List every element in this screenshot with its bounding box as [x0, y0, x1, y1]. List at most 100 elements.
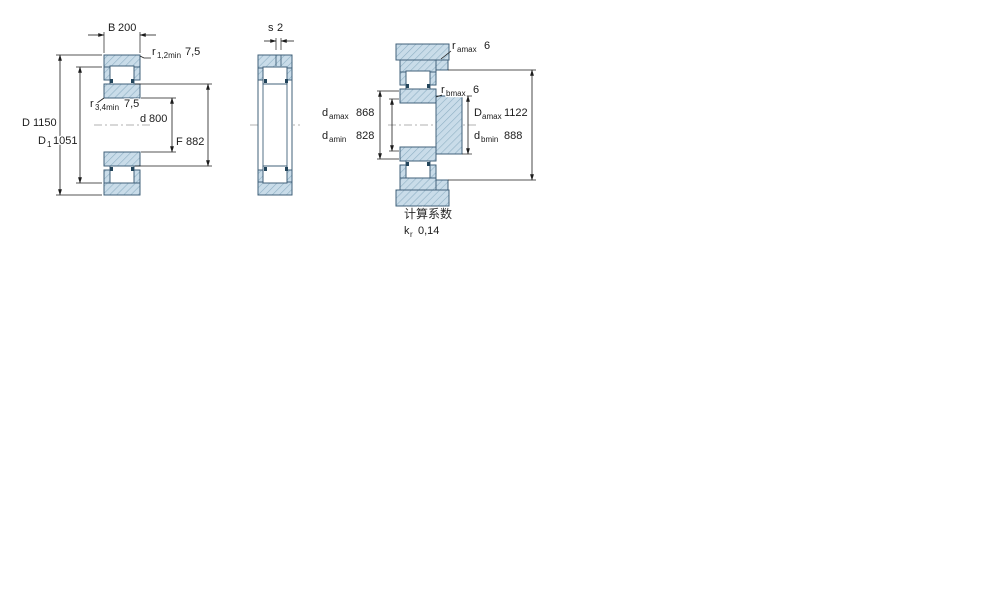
leader-rb [435, 94, 443, 98]
roller-top [262, 66, 288, 85]
label-D-value: 1150 [33, 117, 57, 129]
shaft-shoulder [435, 95, 463, 155]
label-kr-symbol: k [404, 225, 410, 237]
label-kr-value: 0,14 [418, 225, 439, 237]
label-D1-subscript: 1 [47, 140, 52, 149]
dimension-F [135, 83, 212, 167]
label-ra-symbol: r [452, 40, 456, 52]
leader-ra [440, 50, 452, 60]
outer-ring-flange-left-bottom [399, 164, 407, 179]
inner-ring-top-section [103, 83, 141, 99]
label-d-symbol: d [140, 113, 146, 125]
housing-shoulder-bottom [395, 189, 450, 207]
label-da-min-symbol: d [322, 130, 328, 142]
roller-bottom [262, 165, 288, 184]
outer-ring-top-section [399, 59, 437, 73]
roller-bottom [405, 160, 431, 180]
outer-ring-flange-right-top [133, 66, 141, 81]
label-da-min-subscript: amin [329, 135, 346, 144]
dimension-Da-max [448, 69, 536, 181]
cage-detail [427, 84, 430, 88]
cage-detail [406, 84, 409, 88]
label-D-symbol: D [22, 117, 30, 129]
mounting-view [395, 43, 463, 207]
outer-ring-top-edge [257, 54, 293, 69]
cage-detail [131, 79, 134, 83]
housing-shoulder-top [395, 43, 450, 61]
dimension-db-min [462, 95, 472, 155]
main-cross-section-view [103, 54, 141, 196]
label-da-max-subscript: amax [329, 112, 349, 121]
dimension-d [141, 97, 176, 153]
label-ra-subscript: amax [457, 45, 477, 54]
cage-detail [427, 162, 430, 166]
outer-ring-top-section [103, 54, 141, 68]
label-db-min-symbol: d [474, 130, 480, 142]
housing-shoulder-step-bottom [435, 179, 449, 191]
leader-r12 [139, 55, 151, 59]
label-da-max-symbol: d [322, 107, 328, 119]
roller-top [405, 70, 431, 90]
outer-ring-flange-right-top [429, 71, 437, 86]
roller-top [109, 65, 135, 85]
label-r34-symbol: r [90, 98, 94, 110]
outer-ring-flange-left-top [103, 66, 111, 81]
label-D1-symbol: D [38, 135, 46, 147]
side-elevation-view [257, 54, 293, 196]
label-Da-max-subscript: amax [482, 112, 502, 121]
flange-right-bottom [286, 169, 293, 183]
label-B-symbol: B [108, 22, 115, 34]
outer-ring-flange-right-bottom [429, 164, 437, 179]
inner-ring-bottom-section [103, 151, 141, 167]
flange-right-top [286, 67, 293, 81]
label-rb-value: 6 [473, 84, 479, 96]
label-B-value: 200 [118, 22, 136, 34]
label-r34-value: 7,5 [124, 98, 139, 110]
label-F-symbol: F [176, 136, 183, 148]
inner-ring-bottom-section [399, 146, 437, 162]
flange-left-bottom [257, 169, 264, 183]
label-r34-subscript: 3,4min [95, 103, 119, 112]
roller-bottom [109, 165, 135, 185]
label-rb-subscript: bmax [446, 89, 466, 98]
label-db-min-subscript: bmin [481, 135, 498, 144]
outer-ring-bottom-section [103, 182, 141, 196]
label-db-min-value: 888 [504, 130, 522, 142]
dimension-s [264, 38, 294, 50]
cage-detail [110, 79, 113, 83]
cage-detail [264, 167, 267, 171]
label-da-max-value: 868 [356, 107, 374, 119]
calculation-factors-heading: 计算系数 [404, 206, 452, 221]
dimension-B [88, 32, 156, 53]
outer-ring-bottom-edge [257, 181, 293, 196]
label-kr-subscript: r [410, 230, 413, 239]
label-s-value: 2 [277, 22, 283, 34]
label-r12-symbol: r [152, 46, 156, 58]
outer-ring-flange-right-bottom [133, 169, 141, 184]
cage-detail [264, 79, 267, 83]
cage-detail [110, 167, 113, 171]
outer-ring-flange-left-bottom [103, 169, 111, 184]
cage-detail [131, 167, 134, 171]
label-r12-value: 7,5 [185, 46, 200, 58]
label-d-value: 800 [149, 113, 167, 125]
outer-ring-flange-left-top [399, 71, 407, 86]
label-ra-value: 6 [484, 40, 490, 52]
label-Da-max-symbol: D [474, 107, 482, 119]
dimension-da-min [389, 98, 399, 152]
leader-r34 [96, 97, 105, 104]
dimension-D1 [76, 66, 102, 184]
dimension-D [56, 54, 102, 196]
label-D1-value: 1051 [53, 135, 77, 147]
label-r12-subscript: 1,2min [157, 51, 181, 60]
cage-detail [406, 162, 409, 166]
label-F-value: 882 [186, 136, 204, 148]
housing-shoulder-step-top [435, 59, 449, 71]
flange-left-top [257, 67, 264, 81]
label-rb-symbol: r [441, 84, 445, 96]
dimension-da-max [377, 90, 399, 160]
label-s-symbol: s [268, 22, 274, 34]
label-Da-max-value: 1122 [504, 107, 528, 119]
